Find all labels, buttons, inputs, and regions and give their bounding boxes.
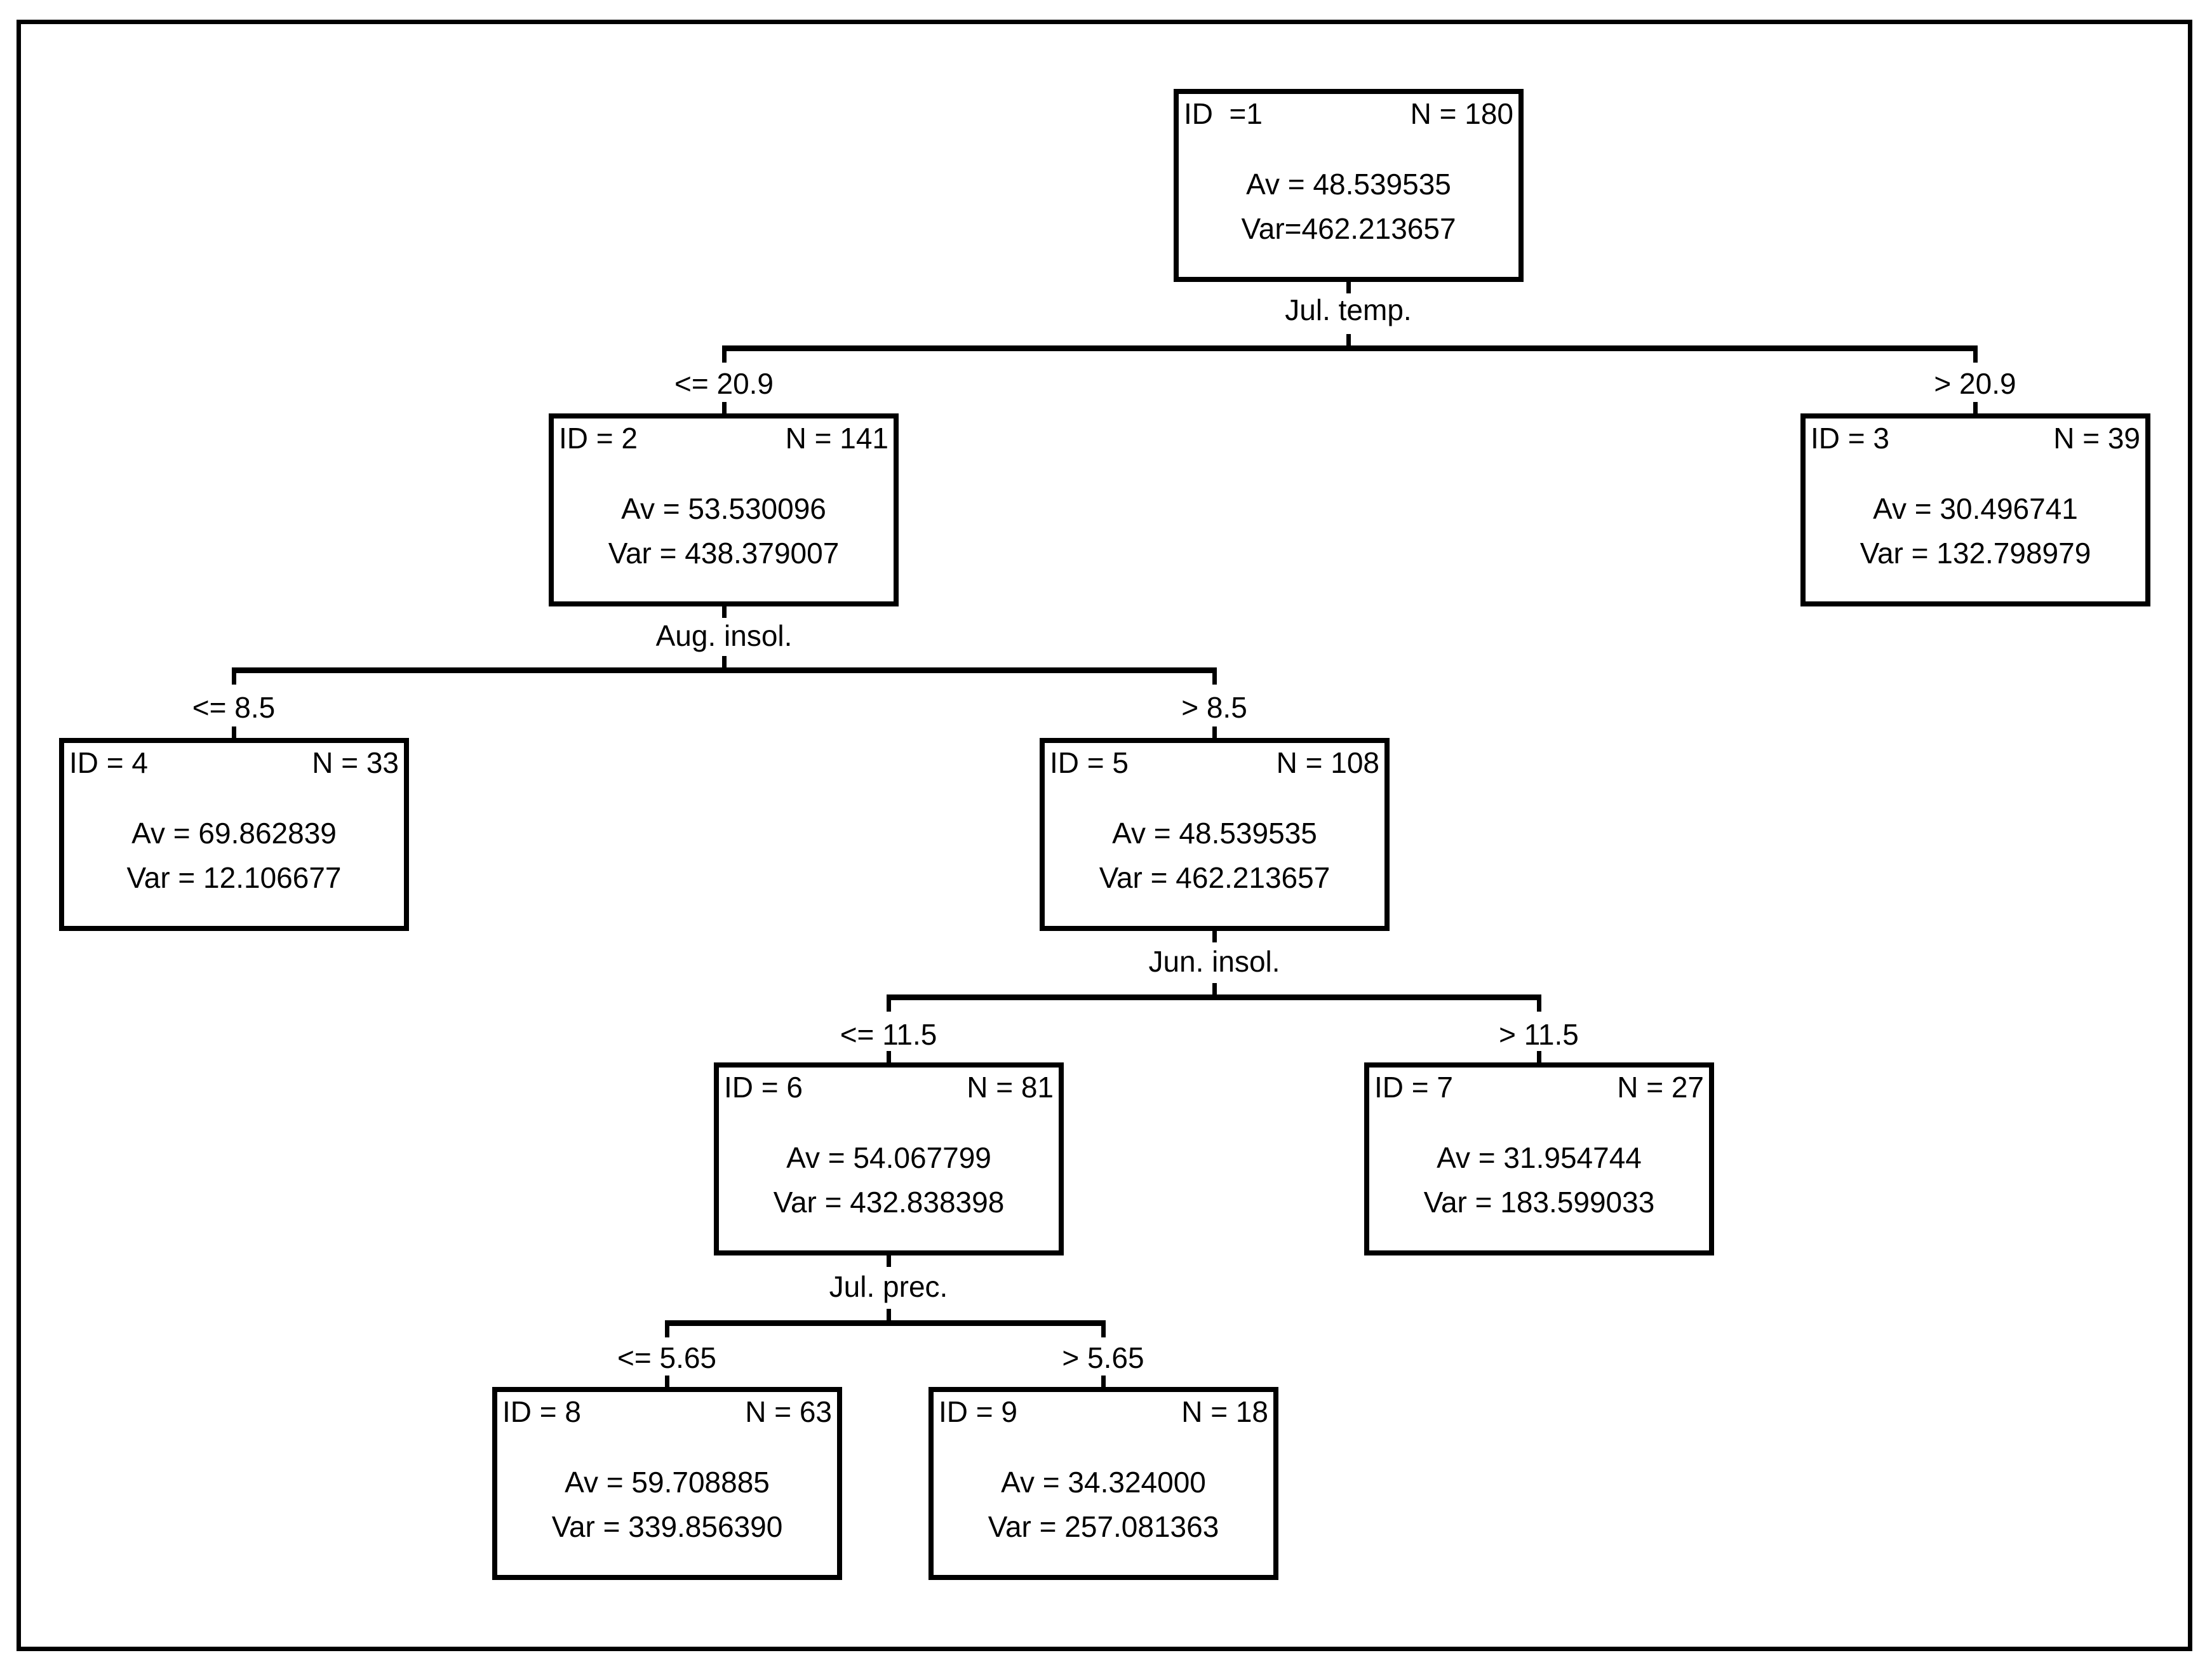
branch-condition-right: > 8.5: [1181, 691, 1247, 724]
node-header: ID = 7 N = 27: [1369, 1071, 1709, 1103]
tree-node-1: ID =1 N = 180 Av = 48.539535 Var=462.213…: [1174, 89, 1524, 282]
node-variance-label: Var = 12.106677: [126, 861, 342, 894]
node-variance-label: Var=462.213657: [1241, 212, 1456, 245]
node-average-label: Av = 54.067799: [786, 1141, 991, 1174]
split-variable-label: Aug. insol.: [655, 619, 793, 652]
connector-tick: [722, 606, 727, 618]
connector-tick: [887, 1000, 891, 1012]
node-header: ID = 8 N = 63: [497, 1396, 837, 1428]
node-average-label: Av = 48.539535: [1246, 168, 1451, 201]
node-id-label: ID = 8: [502, 1395, 582, 1428]
node-header: ID = 9 N = 18: [934, 1396, 1273, 1428]
branch-line: [887, 994, 1541, 1000]
node-n-label: N = 18: [1181, 1395, 1268, 1428]
branch-condition-right: > 20.9: [1934, 367, 2016, 400]
node-variance-label: Var = 438.379007: [608, 537, 840, 570]
node-variance-label: Var = 183.599033: [1423, 1186, 1655, 1219]
connector-tick: [1537, 1051, 1541, 1062]
connector-tick: [1212, 673, 1217, 685]
node-variance-label: Var = 257.081363: [988, 1510, 1219, 1543]
node-average-label: Av = 34.324000: [1001, 1466, 1206, 1499]
tree-node-3: ID = 3 N = 39 Av = 30.496741 Var = 132.7…: [1800, 413, 2150, 606]
tree-node-2: ID = 2 N = 141 Av = 53.530096 Var = 438.…: [549, 413, 899, 606]
connector-tick: [1346, 334, 1351, 345]
connector-tick: [232, 726, 236, 738]
connector-tick: [722, 656, 727, 667]
branch-condition-left: <= 11.5: [840, 1018, 937, 1051]
connector-tick: [887, 1309, 891, 1320]
tree-node-8: ID = 8 N = 63 Av = 59.708885 Var = 339.8…: [492, 1387, 842, 1580]
node-variance-label: Var = 432.838398: [773, 1186, 1005, 1219]
connector-tick: [1212, 983, 1217, 994]
node-n-label: N = 33: [312, 746, 399, 779]
branch-condition-right: > 11.5: [1499, 1018, 1579, 1051]
node-variance-label: Var = 339.856390: [551, 1510, 783, 1543]
connector-tick: [1101, 1326, 1106, 1337]
node-id-label: ID = 9: [939, 1395, 1018, 1428]
node-id-label: ID = 7: [1374, 1071, 1454, 1104]
split-variable-label: Jun. insol.: [1148, 945, 1280, 978]
split-variable-label: Jul. temp.: [1285, 293, 1412, 326]
tree-node-7: ID = 7 N = 27 Av = 31.954744 Var = 183.5…: [1364, 1062, 1714, 1255]
branch-line: [665, 1320, 1106, 1326]
connector-tick: [887, 1255, 891, 1267]
node-variance-label: Var = 462.213657: [1099, 861, 1331, 894]
node-id-label: ID =1: [1184, 97, 1263, 130]
branch-condition-left: <= 8.5: [192, 691, 276, 724]
branch-condition-right: > 5.65: [1062, 1341, 1144, 1374]
node-header: ID = 5 N = 108: [1045, 747, 1384, 779]
node-average-label: Av = 59.708885: [565, 1466, 770, 1499]
node-n-label: N = 63: [745, 1395, 832, 1428]
tree-node-6: ID = 6 N = 81 Av = 54.067799 Var = 432.8…: [714, 1062, 1064, 1255]
connector-tick: [1973, 402, 1978, 413]
branch-condition-left: <= 5.65: [617, 1341, 717, 1374]
connector-tick: [887, 1051, 891, 1062]
connector-tick: [722, 351, 727, 363]
connector-tick: [1346, 282, 1351, 293]
node-id-label: ID = 2: [559, 422, 638, 455]
node-n-label: N = 39: [2053, 422, 2140, 455]
connector-tick: [232, 673, 236, 685]
node-n-label: N = 108: [1276, 746, 1379, 779]
node-average-label: Av = 69.862839: [131, 817, 337, 850]
connector-tick: [1212, 931, 1217, 942]
connector-tick: [1973, 351, 1978, 363]
figure-border: [17, 20, 2192, 1651]
node-average-label: Av = 53.530096: [621, 492, 826, 525]
branch-condition-left: <= 20.9: [674, 367, 774, 400]
connector-tick: [665, 1326, 669, 1337]
branch-line: [232, 667, 1217, 673]
node-average-label: Av = 30.496741: [1873, 492, 2078, 525]
node-header: ID = 2 N = 141: [554, 422, 894, 454]
node-header: ID = 4 N = 33: [64, 747, 404, 779]
node-average-label: Av = 48.539535: [1112, 817, 1317, 850]
node-header: ID = 6 N = 81: [719, 1071, 1059, 1103]
node-average-label: Av = 31.954744: [1437, 1141, 1642, 1174]
node-n-label: N = 27: [1617, 1071, 1704, 1104]
node-id-label: ID = 6: [724, 1071, 803, 1104]
node-header: ID =1 N = 180: [1179, 98, 1518, 130]
tree-node-9: ID = 9 N = 18 Av = 34.324000 Var = 257.0…: [928, 1387, 1278, 1580]
split-variable-label: Jul. prec.: [829, 1270, 948, 1303]
node-id-label: ID = 3: [1811, 422, 1890, 455]
node-n-label: N = 180: [1410, 97, 1513, 130]
tree-node-5: ID = 5 N = 108 Av = 48.539535 Var = 462.…: [1040, 738, 1390, 931]
connector-tick: [1537, 1000, 1541, 1012]
node-id-label: ID = 5: [1050, 746, 1129, 779]
node-n-label: N = 141: [785, 422, 888, 455]
node-variance-label: Var = 132.798979: [1860, 537, 2091, 570]
connector-tick: [722, 402, 727, 413]
node-header: ID = 3 N = 39: [1806, 422, 2145, 454]
connector-tick: [1212, 726, 1217, 738]
connector-tick: [1101, 1376, 1106, 1387]
node-id-label: ID = 4: [69, 746, 149, 779]
branch-line: [722, 345, 1978, 351]
node-n-label: N = 81: [967, 1071, 1054, 1104]
tree-node-4: ID = 4 N = 33 Av = 69.862839 Var = 12.10…: [59, 738, 409, 931]
connector-tick: [665, 1376, 669, 1387]
